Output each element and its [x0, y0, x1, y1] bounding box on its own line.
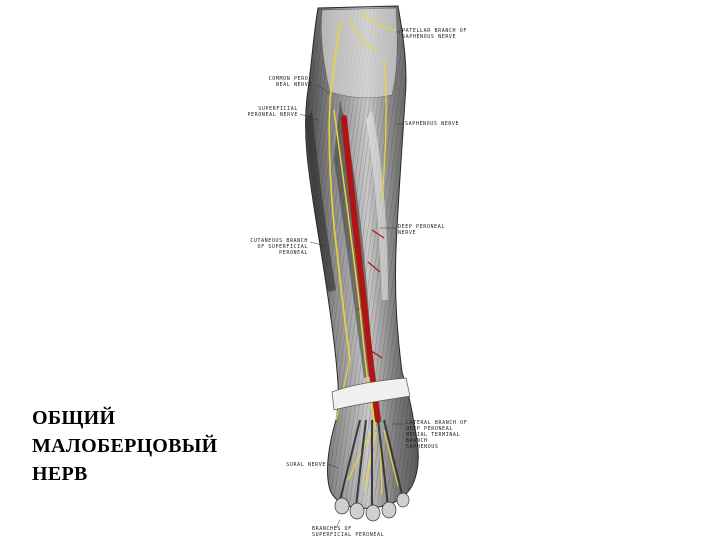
label-line: COMMON PERO- [268, 76, 312, 82]
label-line: SUPERFICIAL [258, 106, 298, 112]
label-patellar-branch: PATELLAR BRANCH OF SAPHENOUS NERVE [402, 28, 467, 40]
label-line: NEAL NERVE [275, 82, 312, 88]
patellar-nerve-path [349, 11, 397, 51]
title-line: ОБЩИЙ [32, 407, 116, 429]
slide-title: ОБЩИЙ МАЛОБЕРЦОВЫЙ НЕРВ [32, 404, 272, 488]
label-superficial-peroneal: SUPERFICIAL PERONEAL NERVE [246, 106, 298, 118]
common-peroneal-nerve-path [329, 21, 341, 101]
label-line: PERONEAL NERVE [247, 112, 298, 118]
label-line: NERVE [398, 230, 417, 236]
foot-nerves [335, 359, 399, 495]
label-lateral-branch: LATERAL BRANCH OF DEEP PERONEAL MEDIAL T… [406, 420, 467, 450]
label-line: PATELLAR BRANCH OF [402, 28, 467, 34]
label-line: PERONEAL [279, 250, 308, 256]
title-line: НЕРВ [32, 463, 88, 485]
foot-tendons [339, 419, 403, 508]
label-cutaneous-branch: CUTANEOUS BRANCH OF SUPERFICIAL PERONEAL [244, 238, 308, 256]
label-branches-superficial: BRANCHES OF SUPERFICIAL PERONEAL [312, 526, 384, 538]
label-common-peroneal: COMMON PERO- NEAL NERVE [256, 76, 312, 88]
superficial-peroneal-nerve-path [328, 99, 351, 361]
label-saphenous: SAPHENOUS NERVE [405, 121, 459, 127]
label-line: MEDIAL TERMINAL [406, 432, 461, 438]
label-line: SAPHENOUS NERVE [402, 34, 457, 40]
label-line: SURAL NERVE [286, 462, 326, 468]
saphenous-nerve-path [381, 59, 387, 201]
artery-branches [357, 229, 385, 359]
extensor-retinaculum [331, 377, 411, 411]
label-sural: SURAL NERVE [270, 462, 326, 468]
label-line: OF SUPERFICIAL [257, 244, 308, 250]
label-line: CUTANEOUS BRANCH [250, 238, 308, 244]
label-line: SUPERFICIAL PERONEAL [312, 532, 385, 538]
label-line: BRANCHES OF [312, 526, 352, 532]
leader-lines [299, 31, 404, 529]
title-line: МАЛОБЕРЦОВЫЙ [32, 435, 218, 457]
label-deep-peroneal: DEEP PERONEAL NERVE [398, 224, 445, 236]
label-line: SAPHENOUS NERVE [405, 121, 460, 127]
label-line: BRANCH [406, 438, 428, 444]
peroneus-muscle [306, 110, 336, 292]
label-line: DEEP PERONEAL [398, 224, 445, 230]
extensor-muscle [366, 110, 388, 300]
label-line: SAPHENOUS [406, 444, 439, 450]
toes [334, 492, 410, 522]
label-line: DEEP PERONEAL [406, 426, 453, 432]
label-line: LATERAL BRANCH OF [406, 420, 468, 426]
knee-region [321, 7, 398, 99]
